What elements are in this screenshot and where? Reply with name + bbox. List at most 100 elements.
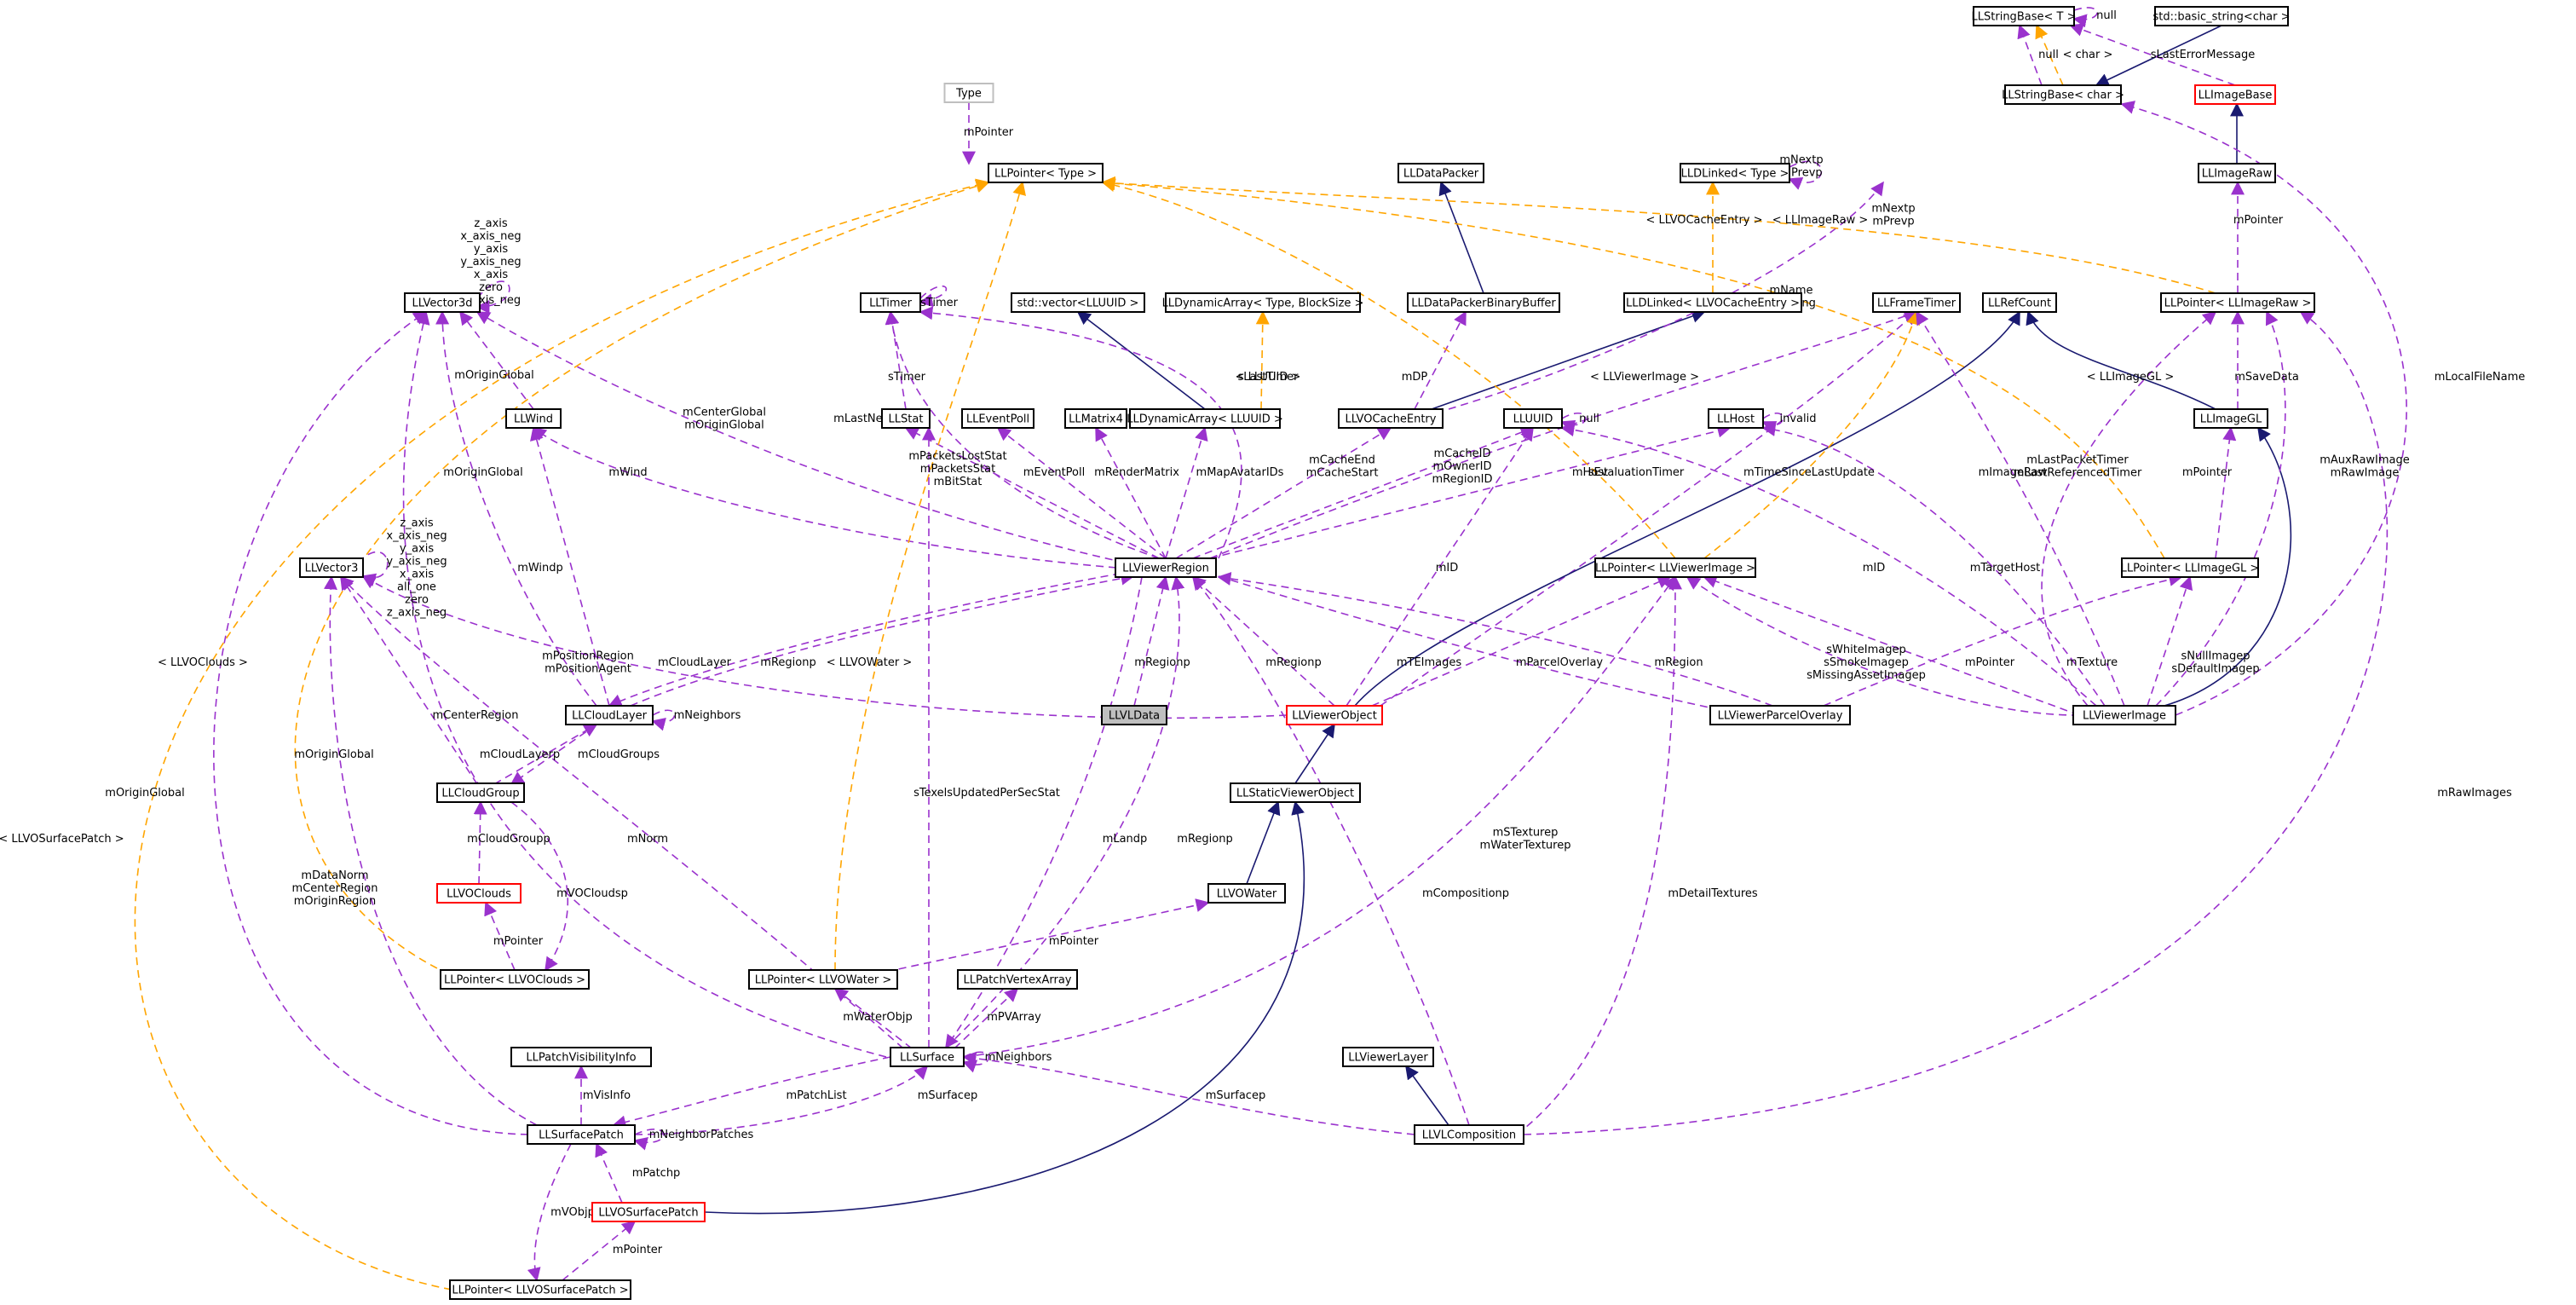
node-llsurfacepatch[interactable]: LLSurfacePatch — [527, 1124, 636, 1145]
edge-llvector3d-to-llvector3d — [475, 280, 510, 314]
node-box — [449, 1279, 631, 1300]
node-llimagegl[interactable]: LLImageGL — [2193, 408, 2268, 429]
edge-label-char-tpl: < char > — [2063, 49, 2113, 61]
node-llviewerlayer[interactable]: LLViewerLayer — [1342, 1047, 1434, 1067]
node-llviewerregion[interactable]: LLViewerRegion — [1115, 557, 1217, 578]
edge-label-mteimages: mTEImages — [1397, 656, 1462, 669]
node-box — [2072, 705, 2176, 725]
edge-llvocacheentry-to-lldatapackerbinarybuffer — [1414, 310, 1467, 410]
edge-llviewerregion-to-llmatrix4 — [1095, 426, 1167, 559]
node-llmatrix4[interactable]: LLMatrix4 — [1064, 408, 1127, 429]
edge-label-mpointer-raw: mPointer — [2233, 214, 2284, 227]
node-lldlinked-type[interactable]: LLDLinked< Type > — [1680, 163, 1790, 183]
edge-llviewerregion-to-llvocacheentry — [1175, 427, 1392, 559]
node-box — [2194, 84, 2276, 105]
node-lluuid[interactable]: LLUUID — [1503, 408, 1563, 429]
node-llvowater[interactable]: LLVOWater — [1207, 883, 1286, 904]
node-llstringbase-t[interactable]: LLStringBase< T > — [1972, 6, 2077, 26]
edge-llpointer_llviewerimage-to-llframetimer — [1703, 310, 1921, 559]
node-llcloudlayer[interactable]: LLCloudLayer — [565, 705, 654, 725]
node-llstat[interactable]: LLStat — [881, 408, 931, 429]
edge-llcloudlayer-to-llcloudgroup — [510, 724, 597, 785]
edge-lltimer-to-lltimer — [919, 285, 948, 308]
node-llpointer-type[interactable]: LLPointer< Type > — [988, 163, 1104, 183]
node-label: LLVector3d — [412, 297, 472, 310]
node-lldatapackerbinarybuffer[interactable]: LLDataPackerBinaryBuffer — [1407, 292, 1560, 313]
edge-llsurface-to-llvector3d — [402, 310, 887, 1058]
node-llstringbase-char[interactable]: LLStringBase< char > — [2002, 84, 2124, 105]
node-label: LLVector3 — [305, 563, 359, 575]
node-lleventpoll[interactable]: LLEventPoll — [961, 408, 1034, 429]
edge-label-mmapavatarids: mMapAvatarIDs — [1196, 466, 1284, 479]
node-label: LLUUID — [1513, 413, 1553, 426]
node-llpointer-llimagegl[interactable]: LLPointer< LLImageGL > — [2121, 557, 2260, 578]
node-llvector3[interactable]: LLVector3 — [299, 557, 364, 578]
node-label: LLSurface — [900, 1052, 954, 1065]
node-lltimer[interactable]: LLTimer — [860, 292, 921, 313]
node-llvosurfacepatch[interactable]: LLVOSurfacePatch — [591, 1202, 706, 1222]
edge-label-mvobjp: mVObjp — [550, 1206, 595, 1219]
node-label: LLCloudGroup — [441, 788, 519, 800]
node-llpointer-llviewerimage[interactable]: LLPointer< LLViewerImage > — [1594, 557, 1756, 578]
node-box — [988, 163, 1104, 183]
node-label: LLPointer< LLImageRaw > — [2164, 297, 2312, 310]
node-llrefcount[interactable]: LLRefCount — [1982, 292, 2057, 313]
node-llvector3d[interactable]: LLVector3d — [404, 292, 481, 313]
edge-llviewerregion-to-llwind — [532, 427, 1117, 569]
edge-label-mid-obj: mID — [1436, 562, 1459, 575]
node-llpointer-llvosurfacepatch[interactable]: LLPointer< LLVOSurfacePatch > — [449, 1279, 631, 1300]
node-llpointer-llvowater[interactable]: LLPointer< LLVOWater > — [748, 969, 898, 990]
node-llhost[interactable]: LLHost — [1708, 408, 1764, 429]
node-std-basic-string[interactable]: std::basic_string<char > — [2152, 6, 2291, 26]
edge-label-mpointer-viewerimage: mPointer — [1965, 656, 2015, 669]
node-lldatapacker[interactable]: LLDataPacker — [1397, 163, 1484, 183]
node-llviewerparceloverlay[interactable]: LLViewerParcelOverlay — [1709, 705, 1851, 725]
node-type[interactable]: Type — [943, 83, 994, 103]
edge-label-mneighbors-cloud: mNeighbors — [674, 709, 741, 722]
node-llframetimer[interactable]: LLFrameTimer — [1872, 292, 1961, 313]
node-llvocacheentry[interactable]: LLVOCacheEntry — [1338, 408, 1444, 429]
edge-llviewerregion-to-lltimer — [919, 306, 1242, 559]
edge-llvocacheentry-to-lldlinked_llvocacheentry — [1431, 309, 1706, 410]
edge-label-null-stringbase: null — [2096, 9, 2117, 22]
edge-llstringbase_t-to-llstringbase_t — [2072, 7, 2098, 28]
node-llcloudgroup[interactable]: LLCloudGroup — [436, 782, 525, 803]
node-box — [1680, 163, 1790, 183]
node-label: LLHost — [1717, 413, 1755, 426]
node-llimagebase[interactable]: LLImageBase — [2194, 84, 2276, 105]
edge-llviewerregion-to-lluuid — [1192, 425, 1535, 559]
node-label: LLViewerParcelOverlay — [1718, 710, 1843, 723]
node-llimageraw[interactable]: LLImageRaw — [2198, 163, 2276, 183]
node-lldlinked-llvocacheentry[interactable]: LLDLinked< LLVOCacheEntry > — [1623, 292, 1802, 313]
node-lldynamicarray-type[interactable]: LLDynamicArray< Type, BlockSize > — [1162, 292, 1364, 313]
node-label: LLCloudLayer — [572, 710, 648, 723]
edge-label-mcloudlayer: mCloudLayer — [658, 656, 732, 669]
node-llwind[interactable]: LLWind — [505, 408, 562, 429]
node-llpatchvisibilityinfo[interactable]: LLPatchVisibilityInfo — [510, 1047, 652, 1067]
node-llviewerimage[interactable]: LLViewerImage — [2072, 705, 2176, 725]
node-llsurface[interactable]: LLSurface — [890, 1047, 965, 1067]
edge-label-stexelsupdated: sTexelsUpdatedPerSecStat — [913, 787, 1060, 800]
node-box — [961, 408, 1034, 429]
node-llpatchvertexarray[interactable]: LLPatchVertexArray — [957, 969, 1078, 990]
edge-llvector3-to-llvector3 — [357, 551, 389, 586]
edge-llimagebase-to-llstringbase_t — [2069, 23, 2236, 86]
node-llvoclouds[interactable]: LLVOClouds — [436, 883, 522, 904]
node-llvldata[interactable]: LLVLData — [1101, 705, 1167, 725]
node-llviewerobject[interactable]: LLViewerObject — [1286, 705, 1383, 725]
node-std-vector-lluuid[interactable]: std::vector<LLUUID > — [1011, 292, 1145, 313]
edge-llviewerobject-to-llviewerregion — [1191, 575, 1335, 707]
node-box — [436, 883, 522, 904]
edge-label-stimer-stat: sTimer — [888, 371, 926, 384]
node-llpointer-llvoclouds[interactable]: LLPointer< LLVOClouds > — [440, 969, 590, 990]
edge-llcloudgroup-to-llpointer_llvoclouds — [510, 801, 568, 972]
node-llvlcomposition[interactable]: LLVLComposition — [1414, 1124, 1524, 1145]
node-llpointer-llimageraw[interactable]: LLPointer< LLImageRaw > — [2160, 292, 2315, 313]
node-box — [1286, 705, 1383, 725]
edge-label-mcloudgroups: mCloudGroups — [578, 748, 660, 761]
node-llstaticviewerobject[interactable]: LLStaticViewerObject — [1230, 782, 1361, 803]
node-lldynamicarray-lluuid[interactable]: LLDynamicArray< LLUUID > — [1127, 408, 1283, 429]
edge-lldatapackerbinarybuffer-to-lldatapacker — [1438, 181, 1484, 294]
